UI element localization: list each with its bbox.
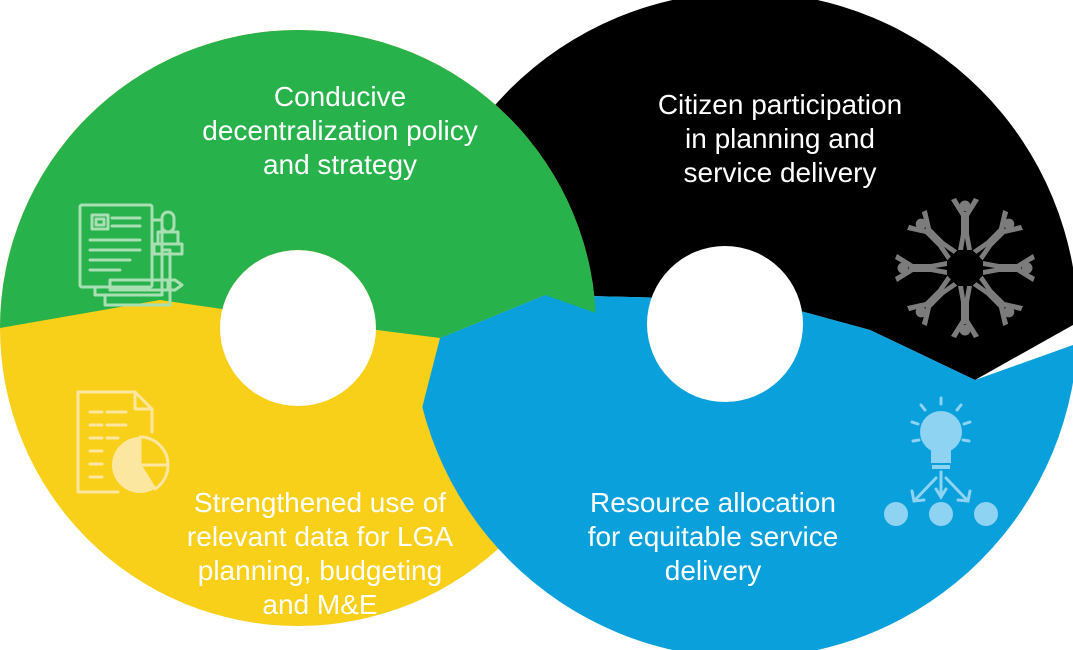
segment-green-label: Conducive decentralization policy and st… [202, 81, 478, 180]
person-figure [951, 198, 979, 250]
person-figure [951, 286, 979, 338]
person-figure [983, 254, 1035, 282]
data-report-pie-icon [76, 390, 170, 494]
person-figure [907, 210, 958, 261]
person-figure [907, 275, 958, 326]
segment-black-label: Citizen participation in planning and se… [657, 89, 903, 188]
segment-yellow-label: Strengthened use of relevant data for LG… [186, 487, 454, 620]
segment-blue-label: Resource allocation for equitable servic… [587, 487, 839, 586]
person-figure [972, 210, 1023, 261]
segment-blue [412, 295, 1073, 650]
person-figure [895, 254, 947, 282]
policy-document-stamp-icon [78, 203, 184, 307]
lightbulb-network-icon [884, 396, 998, 526]
people-circle-icon [895, 198, 1035, 338]
person-figure [972, 275, 1023, 326]
